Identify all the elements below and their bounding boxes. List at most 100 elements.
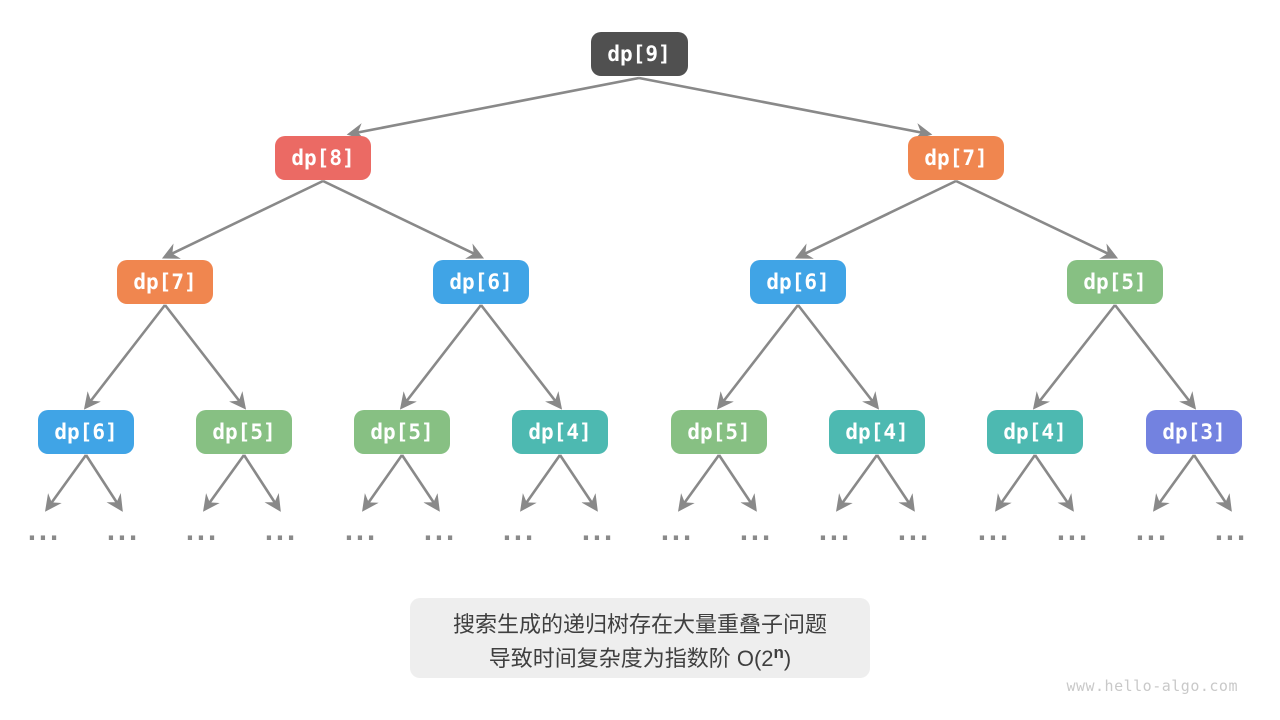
- tree-edge: [794, 179, 957, 259]
- ellipsis: ...: [1214, 518, 1247, 546]
- ellipsis: ...: [1135, 518, 1168, 546]
- tree-edge: [163, 304, 247, 410]
- ellipsis: ...: [27, 518, 60, 546]
- caption-box: 搜索生成的递归树存在大量重叠子问题 导致时间复杂度为指数阶 O(2n): [410, 598, 870, 678]
- tree-edge: [558, 454, 598, 512]
- tree-edge: [400, 454, 440, 512]
- tree-node-dp8: dp[8]: [275, 136, 371, 180]
- tree-edge: [678, 454, 721, 512]
- tree-node-dp5-level4-a: dp[5]: [196, 410, 292, 454]
- ellipsis: ...: [818, 518, 851, 546]
- tree-node-dp6-level4: dp[6]: [38, 410, 134, 454]
- tree-edge: [1033, 454, 1074, 512]
- node-box: [512, 410, 608, 454]
- ellipsis: ...: [106, 518, 139, 546]
- tree-edge: [203, 454, 246, 512]
- tree-node-dp6-level3-b: dp[6]: [750, 260, 846, 304]
- node-box: [196, 410, 292, 454]
- tree-node-dp6-level3-a: dp[6]: [433, 260, 529, 304]
- tree-node-dp4-level4-a: dp[4]: [512, 410, 608, 454]
- tree-edge: [1153, 454, 1196, 512]
- ellipsis: ...: [739, 518, 772, 546]
- tree-edge: [399, 304, 483, 410]
- node-label: dp[5]: [370, 420, 433, 444]
- node-box: [354, 410, 450, 454]
- ellipsis: ...: [660, 518, 693, 546]
- tree-edge: [242, 454, 281, 512]
- tree-edge: [84, 454, 123, 512]
- node-box: [117, 260, 213, 304]
- tree-edge: [717, 454, 757, 512]
- ellipsis: ...: [977, 518, 1010, 546]
- tree-edge: [1192, 454, 1232, 512]
- superscript-n: n: [774, 643, 784, 662]
- tree-edge: [955, 179, 1119, 259]
- tree-node-dp3: dp[3]: [1146, 410, 1242, 454]
- caption-line-1: 搜索生成的递归树存在大量重叠子问题: [453, 612, 827, 637]
- tree-node-dp5-level4-b: dp[5]: [354, 410, 450, 454]
- tree-edges: [45, 76, 1232, 512]
- tree-edge: [346, 76, 640, 140]
- node-label: dp[6]: [766, 270, 829, 294]
- node-label: dp[6]: [449, 270, 512, 294]
- caption-line-2: 导致时间复杂度为指数阶 O(2n): [489, 643, 792, 671]
- node-label: dp[9]: [607, 42, 670, 66]
- tree-node-dp7-level3: dp[7]: [117, 260, 213, 304]
- tree-edge: [479, 304, 563, 410]
- tree-node-dp5-level4-c: dp[5]: [671, 410, 767, 454]
- node-box: [671, 410, 767, 454]
- ellipsis: ...: [897, 518, 930, 546]
- node-label: dp[3]: [1162, 420, 1225, 444]
- node-label: dp[8]: [291, 146, 354, 170]
- node-box: [38, 410, 134, 454]
- node-label: dp[4]: [528, 420, 591, 444]
- node-label: dp[7]: [133, 270, 196, 294]
- node-label: dp[4]: [845, 420, 908, 444]
- node-label: dp[6]: [54, 420, 117, 444]
- ellipsis: ...: [185, 518, 218, 546]
- watermark: www.hello-algo.com: [1066, 677, 1238, 695]
- tree-node-dp9-root: dp[9]: [591, 32, 688, 76]
- tree-node-dp5-level3: dp[5]: [1067, 260, 1163, 304]
- node-label: dp[4]: [1003, 420, 1066, 444]
- ellipsis: ...: [1056, 518, 1089, 546]
- tree-node-dp4-level4-b: dp[4]: [829, 410, 925, 454]
- tree-edge: [638, 76, 933, 140]
- node-box: [908, 136, 1004, 180]
- ellipsis-row: ... ... ... ... ... ... ... ... ... ... …: [27, 518, 1247, 546]
- ellipsis: ...: [423, 518, 456, 546]
- tree-edge: [796, 304, 880, 410]
- tree-edge: [836, 454, 879, 512]
- tree-nodes: dp[9] dp[8] dp[7] dp[7] dp[6] dp[6] dp[5…: [38, 32, 1242, 454]
- tree-edge: [716, 304, 800, 410]
- node-label: dp[5]: [687, 420, 750, 444]
- node-label: dp[5]: [212, 420, 275, 444]
- ellipsis: ...: [581, 518, 614, 546]
- node-box: [750, 260, 846, 304]
- tree-edge: [161, 179, 324, 259]
- node-box: [433, 260, 529, 304]
- node-box: [275, 136, 371, 180]
- node-box: [1067, 260, 1163, 304]
- node-label: dp[5]: [1083, 270, 1146, 294]
- tree-edge: [45, 454, 88, 512]
- node-box: [591, 32, 688, 76]
- tree-edge: [520, 454, 562, 512]
- ellipsis: ...: [264, 518, 297, 546]
- node-box: [829, 410, 925, 454]
- tree-edge: [995, 454, 1037, 512]
- tree-edge: [322, 179, 485, 259]
- tree-edge: [875, 454, 915, 512]
- node-box: [987, 410, 1083, 454]
- tree-node-dp4-level4-c: dp[4]: [987, 410, 1083, 454]
- caption-background: [410, 598, 870, 678]
- node-box: [1146, 410, 1242, 454]
- tree-edge: [362, 454, 404, 512]
- tree-edge: [1113, 304, 1197, 410]
- ellipsis: ...: [344, 518, 377, 546]
- ellipsis: ...: [502, 518, 535, 546]
- tree-edge: [1032, 304, 1117, 410]
- tree-edge: [83, 304, 167, 410]
- tree-node-dp7-level2: dp[7]: [908, 136, 1004, 180]
